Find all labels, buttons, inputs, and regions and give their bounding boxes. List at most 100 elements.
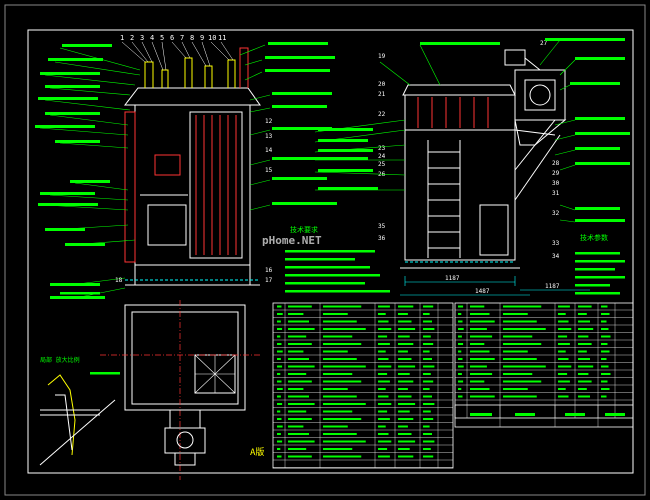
- table-cell-text: [398, 365, 416, 368]
- table-cell-text: [423, 448, 431, 450]
- table-cell-text: [378, 373, 388, 375]
- table-cell-text: [277, 455, 282, 458]
- table-cell-text: [378, 388, 386, 390]
- table-cell-text: [458, 328, 464, 330]
- table-cell-text: [503, 395, 537, 398]
- table-cell-text: [458, 335, 462, 338]
- table-cell-text: [398, 373, 410, 375]
- table-cell-text: [378, 365, 392, 368]
- part-number: 29: [552, 170, 560, 177]
- table-cell-text: [558, 380, 570, 383]
- part-number: 35: [378, 223, 386, 230]
- watermark: pHome.NET: [262, 234, 322, 247]
- table-cell-text: [398, 395, 412, 398]
- table-cell-text: [378, 335, 388, 338]
- side-view-ladder: [427, 140, 461, 258]
- table-cell-text: [458, 313, 462, 315]
- table-cell-text: [423, 395, 432, 398]
- table-cell-text: [323, 373, 353, 375]
- table-cell-text: [423, 313, 430, 315]
- table-cell-text: [470, 380, 485, 383]
- table-cell-text: [277, 425, 283, 428]
- table-cell-text: [458, 380, 464, 383]
- table-cell-text: [323, 403, 366, 405]
- table-cell-text: [578, 350, 587, 353]
- table-cell-text: [378, 455, 390, 458]
- part-number: 32: [552, 210, 560, 217]
- table-cell-text: [578, 388, 587, 390]
- table-cell-text: [458, 395, 463, 398]
- table-cell-text: [458, 305, 464, 308]
- front-hood: [123, 87, 261, 106]
- table-cell-text: [277, 440, 283, 443]
- table-cell-text: [558, 358, 569, 360]
- table-cell-text: [277, 305, 282, 308]
- table-cell-text: [323, 328, 366, 330]
- part-number: 33: [552, 240, 560, 247]
- table-cell-text: [378, 410, 388, 413]
- part-number: 14: [265, 147, 273, 154]
- table-cell-text: [423, 328, 435, 330]
- table-cell-text: [323, 358, 357, 360]
- table-cell-text: [288, 440, 315, 443]
- front-view-leaders: [39, 44, 271, 299]
- table-cell-text: [323, 410, 353, 413]
- table-cell-text: [558, 305, 570, 308]
- table-cell-text: [277, 380, 282, 383]
- table-cell-text: [323, 343, 362, 345]
- table-cell-text: [277, 365, 283, 368]
- part-number: 21: [378, 91, 386, 98]
- sheet-label: A版: [250, 446, 264, 458]
- part-number: 7: [180, 34, 184, 42]
- table-cell-text: [458, 388, 462, 390]
- table-cell-text: [458, 343, 464, 345]
- table-cell-text: [277, 320, 281, 323]
- table-cell-text: [277, 358, 281, 360]
- table-cell-text: [423, 320, 432, 323]
- table-cell-text: [323, 380, 362, 383]
- part-number: 18: [115, 277, 123, 284]
- table-cell-text: [398, 455, 414, 458]
- table-cell-text: [398, 448, 410, 450]
- side-view-part-numbers: 19 20 21 22 23 24 25 26 27 28 29 30 31 3…: [378, 40, 560, 260]
- table-cell-text: [423, 335, 431, 338]
- table-cell-text: [288, 305, 312, 308]
- part-number: 36: [378, 235, 386, 242]
- table-cell-text: [323, 455, 362, 458]
- table-cell-text: [423, 365, 435, 368]
- side-view-callouts: [318, 38, 630, 222]
- front-view-side-numbers: 12 13 14 15 16 17 18: [115, 118, 273, 284]
- front-view-callouts: [35, 42, 337, 299]
- part-number: 15: [265, 167, 273, 174]
- table-cell-text: [503, 313, 528, 315]
- table-cell-text: [503, 350, 528, 353]
- parts-list-right: [454, 302, 634, 428]
- technical-parameters: 技术参数: [575, 233, 625, 295]
- table-cell-text: [398, 358, 412, 360]
- table-cell-text: [378, 320, 389, 323]
- table-cell-text: [503, 358, 537, 360]
- table-cell-text: [558, 328, 572, 330]
- table-cell-text: [277, 335, 281, 338]
- dimensions: 1187 1487 1187: [400, 275, 590, 296]
- table-cell-text: [398, 343, 414, 345]
- table-cell-text: [378, 433, 389, 435]
- table-cell-text: [398, 380, 414, 383]
- table-cell-text: [578, 335, 589, 338]
- table-cell-text: [277, 418, 282, 420]
- table-cell-text: [378, 440, 392, 443]
- table-cell-text: [503, 380, 542, 383]
- table-cell-text: [398, 350, 408, 353]
- table-cell-text: [288, 350, 304, 353]
- table-cell-text: [470, 343, 485, 345]
- table-cell-text: [277, 395, 281, 398]
- table-cell-text: [601, 365, 609, 368]
- table-cell-text: [470, 335, 493, 338]
- table-cell-text: [288, 455, 312, 458]
- table-cell-text: [470, 358, 495, 360]
- table-cell-text: [423, 433, 432, 435]
- table-cell-text: [458, 358, 463, 360]
- table-cell-text: [503, 335, 533, 338]
- table-cell-text: [558, 343, 570, 345]
- table-cell-text: [277, 328, 283, 330]
